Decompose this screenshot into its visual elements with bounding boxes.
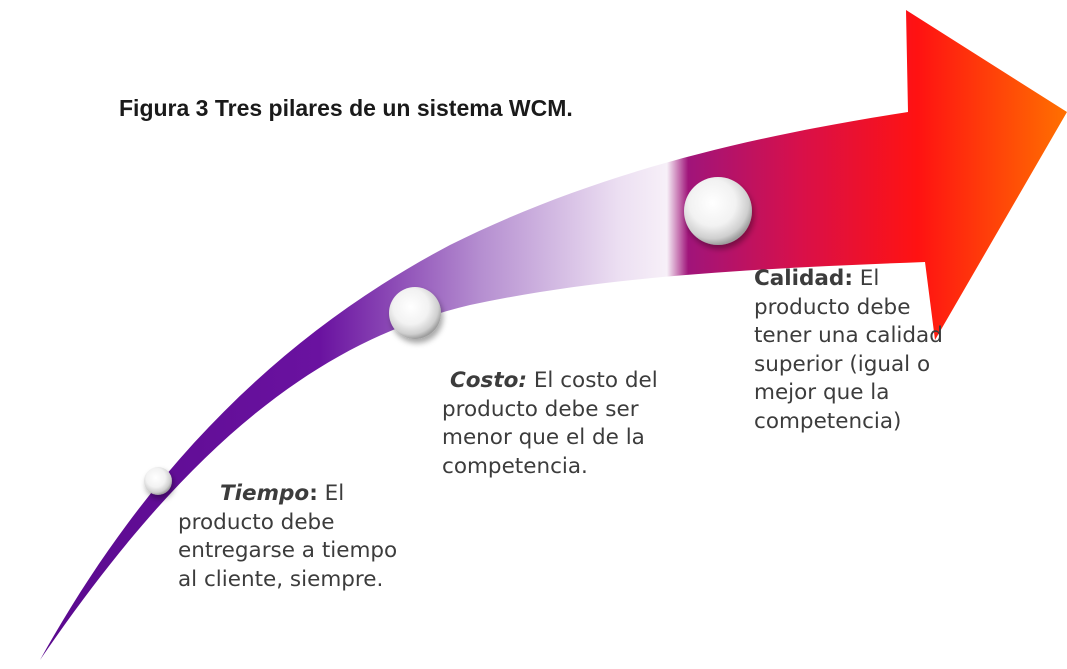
pillar-tiempo-text: Tiempo: El producto debe entregarse a ti… <box>178 480 408 594</box>
pillar-description-costo: El costo del producto debe ser menor que… <box>442 368 658 479</box>
node-ball-costo <box>389 287 441 339</box>
arrow-body <box>40 10 1067 660</box>
pillar-term-calidad: Calidad: <box>754 266 853 291</box>
pillar-costo-text: Costo: El costo del producto debe ser me… <box>442 367 672 481</box>
pillar-calidad-text: Calidad: El producto debe tener una cali… <box>754 265 974 436</box>
pillar-term-tiempo: Tiempo <box>220 481 310 506</box>
figure-caption: Figura 3 Tres pilares de un sistema WCM. <box>119 95 573 121</box>
pillar-term-costo: Costo: <box>450 368 527 393</box>
pillar-description-calidad: El producto debe tener una calidad super… <box>754 266 943 434</box>
node-ball-calidad <box>684 177 752 245</box>
node-ball-tiempo <box>144 467 172 495</box>
pillar-description-tiempo: El producto debe entregarse a tiempo al … <box>178 481 398 592</box>
pillar-separator-tiempo: : <box>309 481 318 506</box>
